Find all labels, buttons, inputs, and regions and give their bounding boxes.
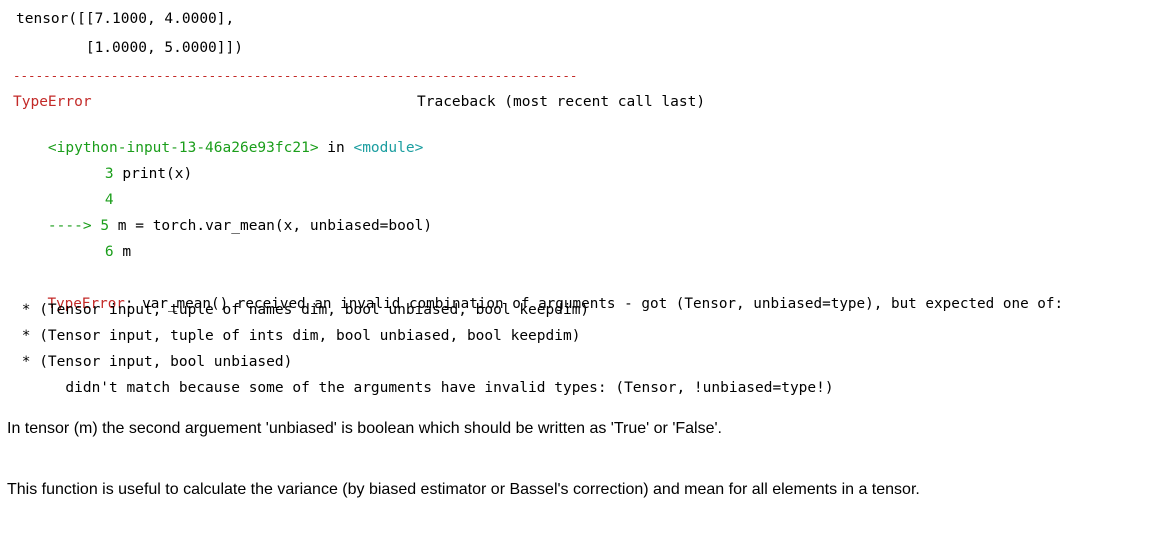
error-type-label: TypeError [13,94,92,110]
code-line-3: 3 print(x) [70,144,192,182]
ipython-input-name: <ipython-input-13-46a26e93fc21> [47,140,319,156]
code-line-4: 4 [70,170,114,208]
signature-option-3: * (Tensor input, bool unbiased) [13,354,293,370]
code-text: m = torch.var_mean(x, unbiased=bool) [117,218,433,234]
line-number: 6 [104,244,114,260]
traceback-location: <ipython-input-13-46a26e93fc21> in <modu… [13,118,423,156]
code-line-5-error: ----> 5 m = torch.var_mean(x, unbiased=b… [13,196,432,234]
module-name: <module> [353,140,424,156]
code-line-6: 6 m [70,222,131,260]
error-message: : var_mean() received an invalid combina… [124,296,1064,312]
signature-option-2: * (Tensor input, tuple of ints dim, bool… [13,328,581,344]
traceback-header: Traceback (most recent call last) [417,94,706,110]
mismatch-message: didn't match because some of the argumen… [13,380,834,396]
line-number: 3 [104,166,114,182]
signature-option-1: * (Tensor input, tuple of names dim, boo… [13,302,590,318]
explanation-paragraph-2: This function is useful to calculate the… [7,481,920,498]
line-number: 5 [100,218,110,234]
error-type-label: TypeError [47,296,125,312]
code-text: print(x) [122,166,193,182]
code-text: m [122,244,132,260]
tensor-output-line-2: [1.0000, 5.0000]]) [16,40,243,56]
explanation-paragraph-1: In tensor (m) the second arguement 'unbi… [7,420,722,437]
tensor-output-line-1: tensor([[7.1000, 4.0000], [16,11,235,27]
line-number: 4 [104,192,114,208]
error-arrow: ----> [47,218,92,234]
error-message-line: TypeError: var_mean() received an invali… [13,274,1063,312]
traceback-separator: ----------------------------------------… [13,68,578,83]
in-keyword: in [318,140,354,156]
